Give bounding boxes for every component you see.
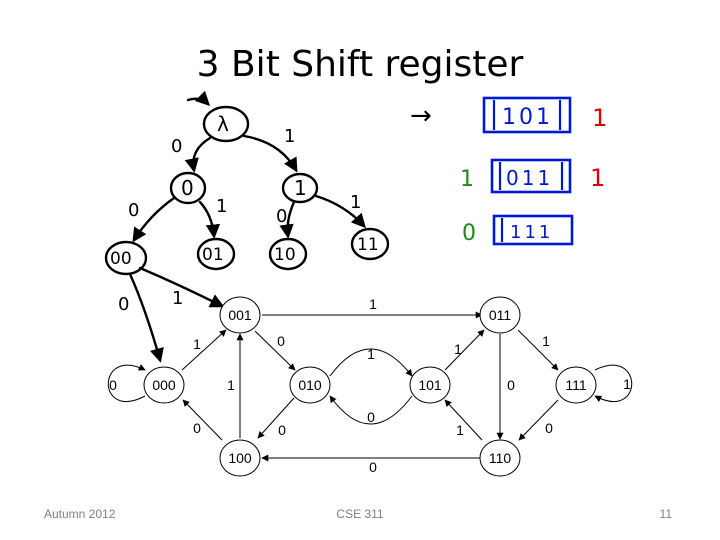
- register-output-bit: 1: [590, 164, 605, 192]
- edge-110-101: [444, 399, 483, 441]
- state-101-label: 101: [418, 377, 442, 393]
- tree-edge: [184, 136, 212, 173]
- tree-root-node: [202, 105, 250, 143]
- state-000-label: 000: [152, 377, 176, 393]
- edge-label: 0: [278, 422, 286, 438]
- register-output-bit: 1: [592, 104, 607, 132]
- register-arrow: →: [410, 101, 432, 131]
- register-contents: 011: [506, 166, 553, 190]
- fsm-edges: [107, 311, 633, 462]
- tree-edge: [314, 194, 366, 229]
- state-011-node: [479, 296, 521, 334]
- tree-edge: [132, 196, 176, 243]
- edge-100-000: [182, 399, 223, 441]
- edge-label: 1: [227, 377, 235, 393]
- state-110-node: [479, 439, 521, 477]
- edge-101-011: [444, 329, 485, 371]
- edge-label: 0: [193, 420, 201, 436]
- edge-010-100: [257, 397, 295, 439]
- edge-label: 0: [545, 420, 553, 436]
- tree-edge: [198, 200, 221, 239]
- tree-edge-label: 1: [350, 192, 361, 213]
- tree-start-arrow: [186, 90, 211, 107]
- footer-term: Autumn 2012: [44, 507, 116, 521]
- edge-label: 0: [109, 377, 117, 393]
- tree-node-label: 11: [357, 235, 379, 255]
- state-010-node: [289, 366, 331, 404]
- state-100-label: 100: [228, 450, 252, 466]
- edge-101-010: [329, 395, 413, 425]
- state-000-node: [143, 366, 185, 404]
- fsm-node-labels: 000 001 010 011 100 101 110 111: [152, 307, 587, 466]
- tree-node-11: [350, 227, 390, 261]
- state-100-node: [219, 439, 261, 477]
- tree-edge-00-to-001: [138, 266, 225, 308]
- tree-edge-label: 0: [276, 206, 287, 227]
- state-010-label: 010: [298, 377, 322, 393]
- state-011-label: 011: [489, 307, 512, 323]
- edge-011-111: [517, 329, 559, 371]
- tree-edge-label: 1: [284, 126, 295, 147]
- state-111-node: [555, 366, 597, 404]
- edge-000-self: [107, 364, 146, 402]
- handwritten-tree-labels: λ 0 1 00 01 10 11 0 1 0 1 0 1 0 1: [110, 112, 379, 315]
- fsm-edge-labels: 0 1 1 0 1 0 0 0 1 1 1 0 1 0 0 1: [109, 296, 631, 475]
- edge-label: 1: [456, 422, 464, 438]
- footer-page-number: 11: [659, 507, 672, 521]
- register-box-2: 011: [490, 158, 572, 194]
- tree-node-label: 0: [181, 176, 194, 200]
- register-contents: 111: [510, 222, 553, 243]
- tree-root-label: λ: [217, 112, 229, 136]
- state-001-label: 001: [228, 307, 252, 323]
- tree-node-label: 00: [110, 249, 132, 269]
- tree-node-1: [281, 172, 319, 204]
- state-101-node: [409, 366, 451, 404]
- tree-edge-label: 0: [118, 294, 129, 315]
- tree-edge-label: 1: [172, 288, 183, 309]
- edge-label: 1: [369, 296, 377, 312]
- register-input-bit: 0: [462, 221, 476, 246]
- tree-node-01: [196, 237, 236, 271]
- tree-edge-00-to-000: [128, 272, 164, 363]
- tree-node-0: [169, 171, 207, 205]
- tree-node-label: 1: [294, 176, 307, 200]
- tree-node-00: [104, 240, 148, 276]
- tree-edge-label: 1: [216, 196, 227, 217]
- footer-course: CSE 311: [336, 507, 384, 521]
- edge-111-110: [518, 399, 559, 441]
- edge-label: 0: [367, 409, 375, 425]
- edge-111-self: [594, 364, 633, 403]
- tree-edge: [242, 134, 298, 173]
- edge-label: 0: [277, 333, 285, 349]
- tree-edge: [279, 200, 296, 239]
- register-input-bit: 1: [460, 167, 474, 192]
- slide-title: 3 Bit Shift register: [196, 44, 524, 85]
- register-contents: 101: [502, 105, 553, 130]
- tree-node-10: [268, 237, 308, 271]
- edge-000-001: [181, 329, 227, 371]
- register-annotations: → 101 1 1 011 1 0 111: [410, 96, 607, 246]
- edge-label: 1: [367, 346, 375, 362]
- edge-010-101: [329, 348, 413, 377]
- tree-edge-label: 0: [171, 136, 182, 157]
- tree-node-label: 10: [274, 245, 296, 265]
- register-box-3: 111: [492, 214, 574, 246]
- edge-label: 1: [193, 336, 201, 352]
- edge-label: 0: [507, 377, 515, 393]
- state-111-label: 111: [565, 377, 586, 393]
- edge-label: 1: [454, 341, 462, 357]
- handwritten-tree: [104, 90, 390, 363]
- edge-label: 1: [542, 333, 550, 349]
- register-box-1: 101: [482, 96, 572, 134]
- edge-001-010: [254, 330, 296, 371]
- tree-edge-label: 0: [128, 200, 139, 221]
- edge-label: 1: [623, 376, 631, 392]
- state-110-label: 110: [489, 450, 512, 466]
- edge-label: 0: [369, 459, 377, 475]
- state-001-node: [219, 296, 261, 334]
- fsm-nodes: [143, 296, 597, 477]
- tree-node-label: 01: [202, 245, 224, 265]
